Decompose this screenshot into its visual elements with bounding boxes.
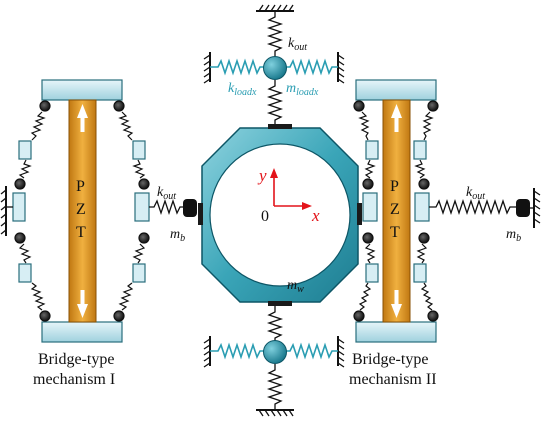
flexure-hinge-icon <box>362 232 374 244</box>
bridge-arm <box>113 100 150 322</box>
spring-icon <box>210 342 264 360</box>
pzt-letter: Z <box>76 201 86 218</box>
bridge-arm <box>353 100 379 322</box>
pzt-stack <box>68 99 97 323</box>
flexure-hinge-icon <box>39 310 51 322</box>
flexure-hinge-icon <box>138 232 150 244</box>
flexure-hinge-icon <box>427 100 439 112</box>
origin-label: 0 <box>261 208 269 225</box>
pad-bottom <box>268 301 292 306</box>
flexure-hinge-icon <box>14 232 26 244</box>
flexure-hinge-icon <box>353 310 365 322</box>
ground-hatch-icon <box>530 188 541 228</box>
pzt-letter: P <box>76 178 85 195</box>
bottom-suspension <box>203 306 345 417</box>
ground-hatch-icon <box>337 52 345 84</box>
load-mass <box>263 56 287 80</box>
spring-icon <box>429 198 516 216</box>
top-suspension <box>203 4 345 124</box>
caption-bridge-right-1: Bridge-type <box>352 351 428 368</box>
flexure-hinge-icon <box>353 100 365 112</box>
actuation-arrow-icon <box>77 104 88 132</box>
end-plate-top <box>355 79 437 101</box>
coordinate-axes <box>270 168 312 210</box>
spring-icon <box>286 58 338 76</box>
bridge-arm <box>12 100 51 322</box>
octagon-stage <box>198 124 362 306</box>
end-plate-top <box>41 79 123 101</box>
label-k-loadx: kloadx <box>228 81 257 98</box>
pzt-letter: T <box>390 224 400 241</box>
bridge-mechanism-left <box>0 79 197 343</box>
actuation-arrow-icon <box>391 104 402 132</box>
label-m-b-right: mb <box>506 227 521 244</box>
axis-y-label: y <box>257 166 267 185</box>
caption-bridge-left-2: mechanism I <box>33 371 115 388</box>
pad-top <box>268 124 292 129</box>
caption-bridge-left-1: Bridge-type <box>38 351 114 368</box>
flexure-hinge-icon <box>113 310 125 322</box>
label-m-b-left: mb <box>170 227 185 244</box>
caption-bridge-right-2: mechanism II <box>349 371 437 388</box>
ground-hatch-icon <box>203 52 211 84</box>
flexure-hinge-icon <box>427 310 439 322</box>
pad-right <box>357 203 362 225</box>
end-plate-bottom <box>41 321 123 343</box>
flexure-hinge-icon <box>418 178 430 190</box>
flexure-hinge-icon <box>362 178 374 190</box>
label-k-out-right: kout <box>466 185 485 202</box>
pzt-letter: T <box>76 224 86 241</box>
flexure-hinge-icon <box>113 100 125 112</box>
ground-hatch-icon <box>256 409 294 417</box>
pzt-letter: P <box>390 178 399 195</box>
spring-icon <box>266 80 284 124</box>
spring-icon <box>266 306 284 342</box>
spring-icon <box>266 11 284 57</box>
spring-icon <box>286 342 338 360</box>
bridge-mechanism-right <box>353 79 541 343</box>
output-mass <box>516 199 530 217</box>
label-m-w: mw <box>287 278 304 295</box>
flexure-hinge-icon <box>39 100 51 112</box>
spring-icon <box>210 58 264 76</box>
flexure-hinge-icon <box>138 178 150 190</box>
load-mass <box>263 340 287 364</box>
pzt-letter: Z <box>390 201 400 218</box>
pzt-stack <box>382 99 411 323</box>
actuation-arrow-icon <box>391 290 402 318</box>
end-plate-bottom <box>355 321 437 343</box>
ground-hatch-icon <box>203 336 211 368</box>
stage-bore <box>209 143 351 287</box>
spring-icon <box>149 198 184 216</box>
pad-left <box>198 203 203 225</box>
output-mass <box>183 199 197 217</box>
ground-hatch-icon <box>0 186 13 236</box>
label-k-out-left: kout <box>157 185 176 202</box>
flexure-hinge-icon <box>418 232 430 244</box>
spring-icon <box>266 364 284 410</box>
label-m-loadx: mloadx <box>286 81 319 98</box>
ground-hatch-icon <box>256 4 294 12</box>
bridge-arm <box>413 100 439 322</box>
ground-hatch-icon <box>337 336 345 368</box>
actuation-arrow-icon <box>77 290 88 318</box>
flexure-hinge-icon <box>14 178 26 190</box>
axis-x-label: x <box>311 206 320 225</box>
label-k-out-top: kout <box>288 36 307 53</box>
